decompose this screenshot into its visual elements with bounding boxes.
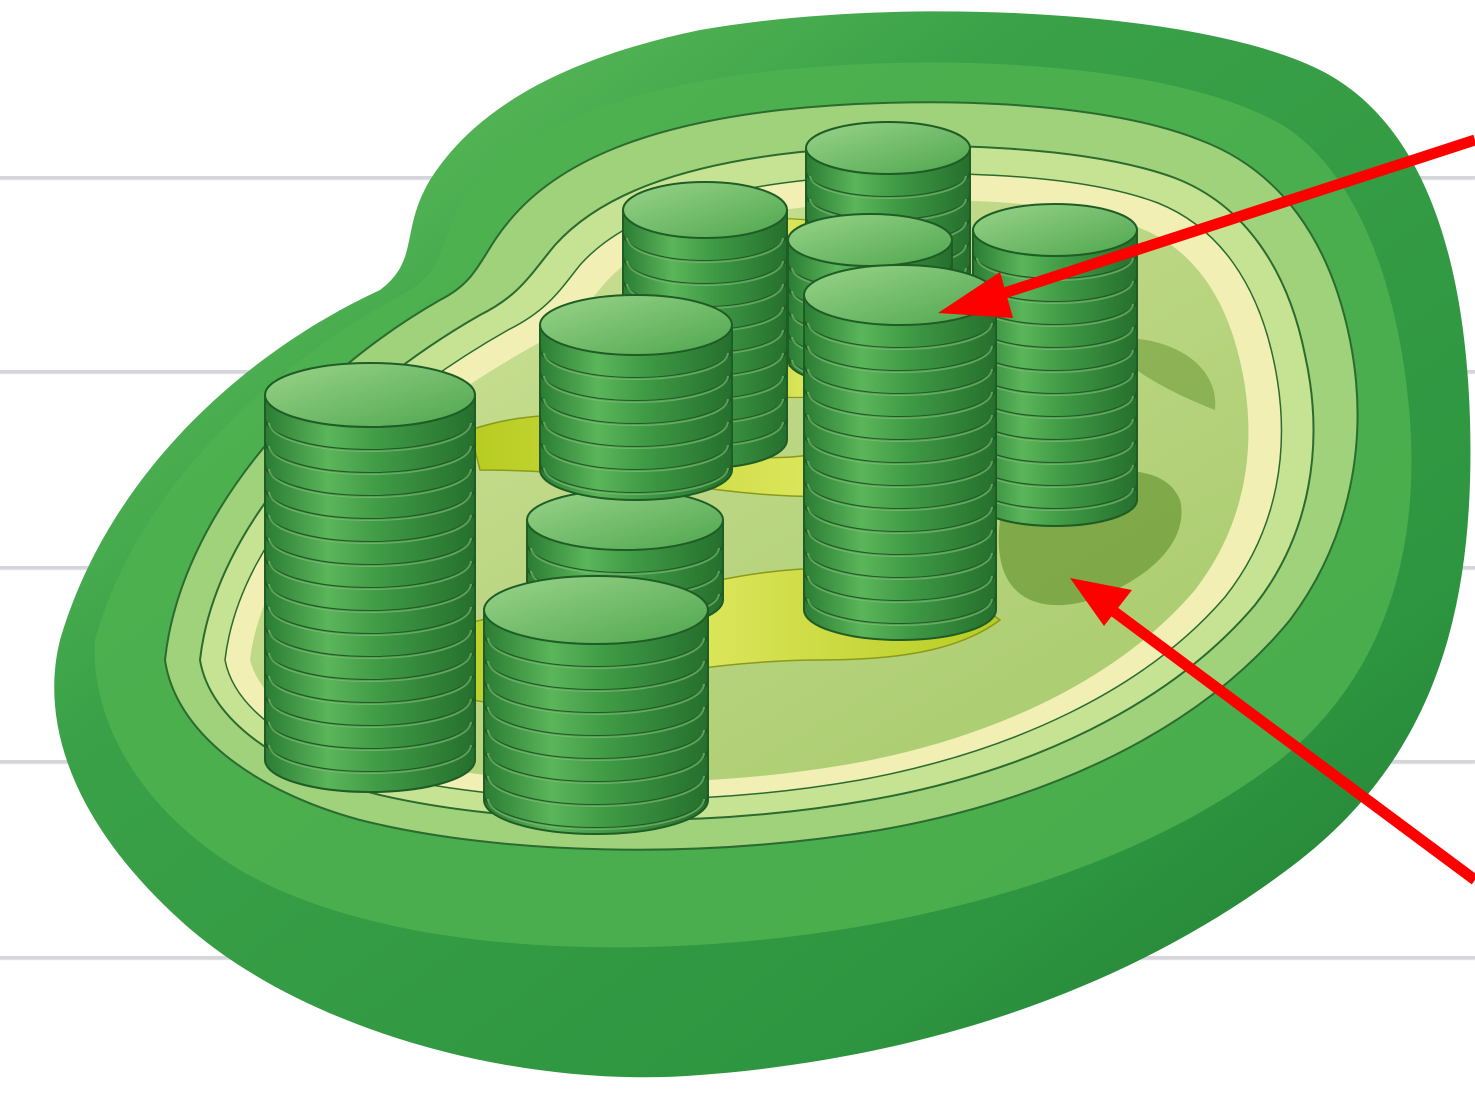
- granum-top: [623, 182, 787, 238]
- granum-top: [265, 363, 475, 427]
- granum-top: [484, 576, 708, 644]
- granum-body: [804, 295, 996, 640]
- granum-top: [540, 295, 732, 355]
- granum-body: [265, 395, 475, 792]
- granum-top: [973, 204, 1137, 256]
- granum-top: [788, 214, 952, 266]
- granum-stack: [540, 295, 732, 500]
- granum-stack: [484, 576, 708, 834]
- granum-top: [806, 122, 970, 174]
- granum-stack: [804, 265, 996, 640]
- granum-stack: [265, 363, 475, 792]
